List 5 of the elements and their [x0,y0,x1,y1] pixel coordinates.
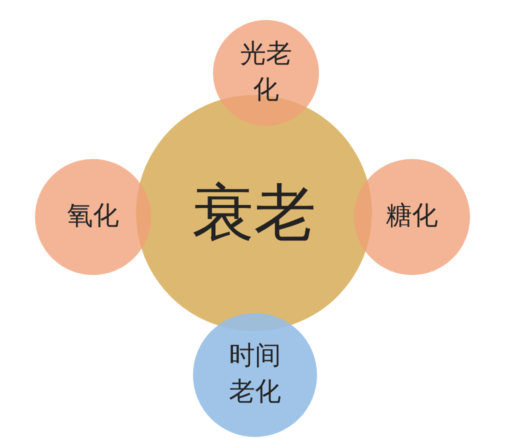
node-label: 光老化 [239,38,293,107]
node-label: 衰老 [192,175,316,252]
node-label: 氧化 [67,200,119,234]
node-label: 时间老化 [228,340,282,409]
node-label: 糖化 [386,200,438,234]
